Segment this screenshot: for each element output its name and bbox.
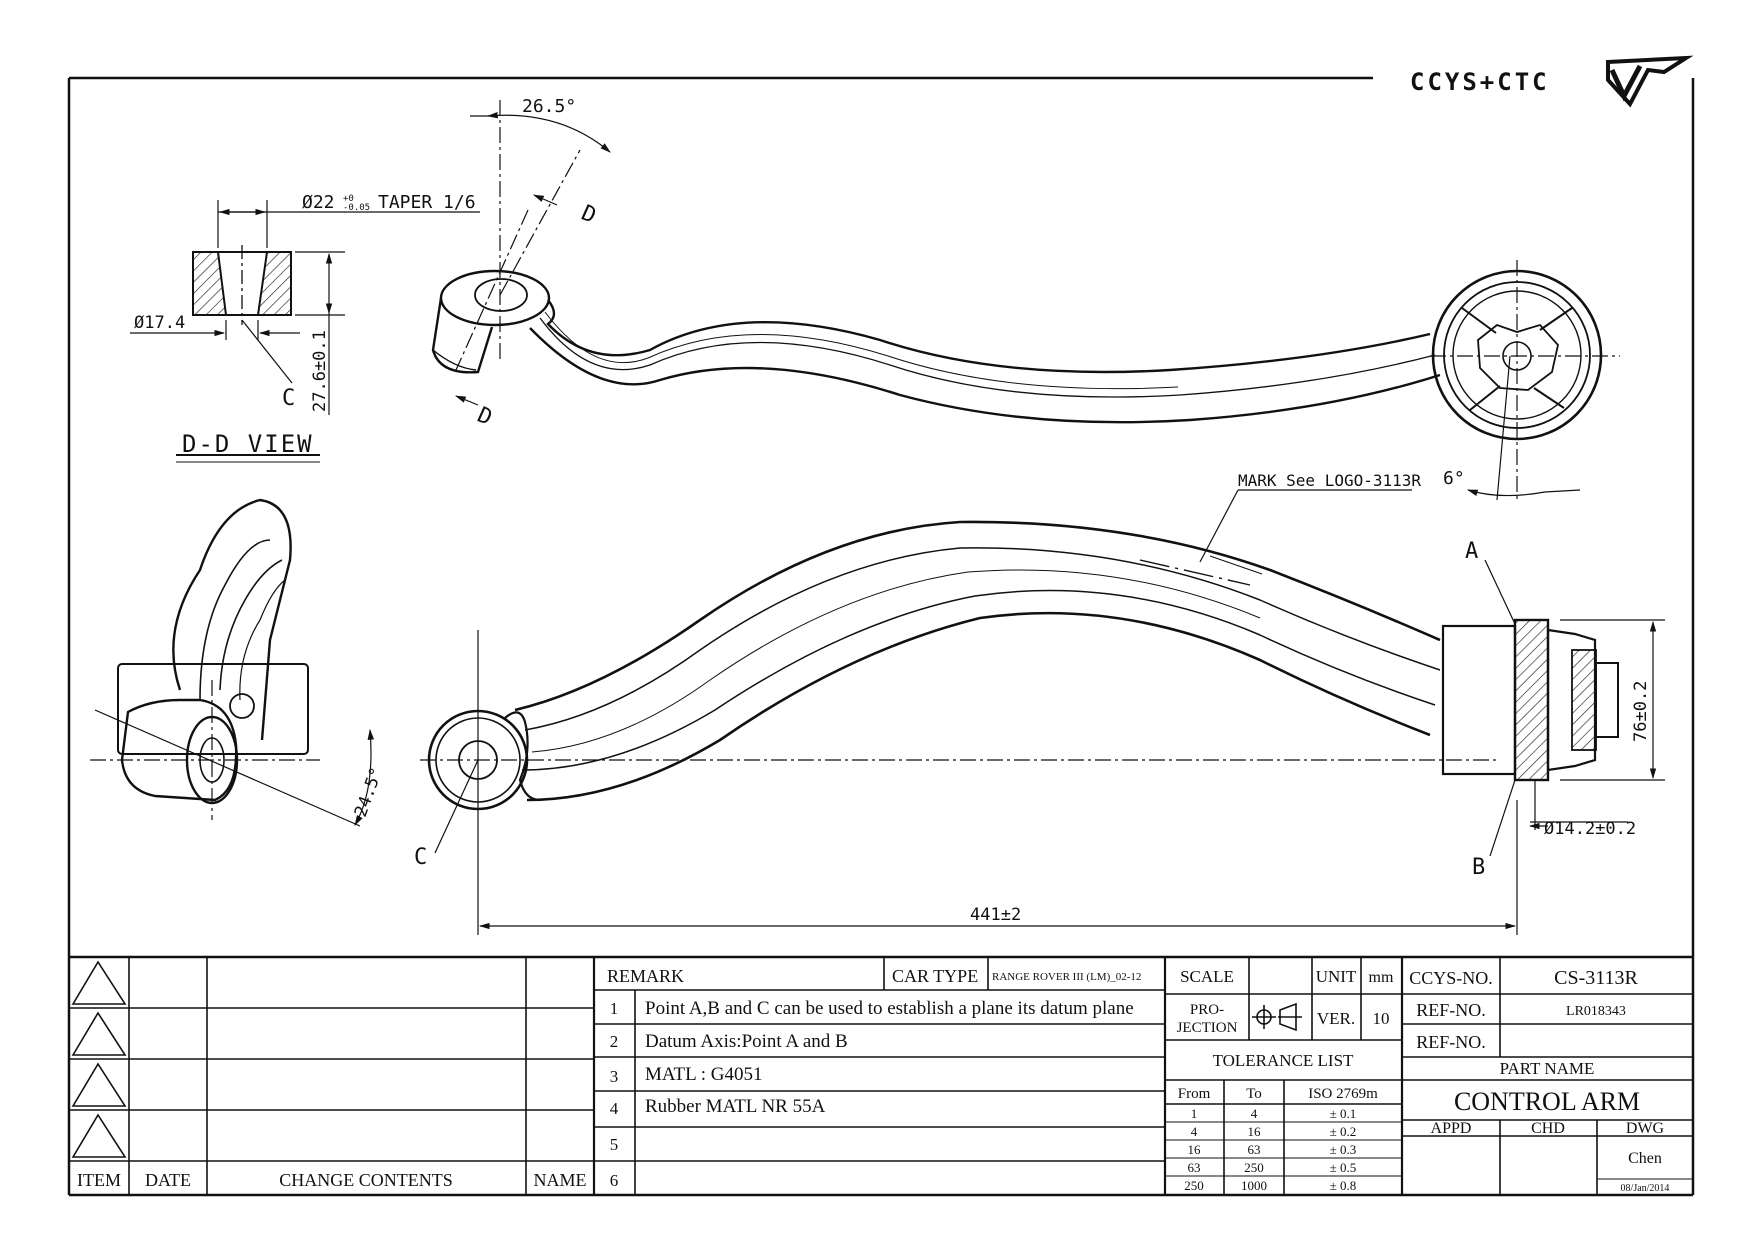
section-title: D-D VIEW bbox=[182, 430, 314, 458]
scale-label: SCALE bbox=[1180, 967, 1234, 986]
unit-value: mm bbox=[1369, 969, 1394, 986]
remark-no: 5 bbox=[610, 1135, 619, 1154]
tol-value: ± 0.5 bbox=[1330, 1160, 1357, 1175]
arm-top-view bbox=[431, 100, 1620, 501]
col-date: DATE bbox=[145, 1170, 191, 1190]
tol-from: 63 bbox=[1188, 1160, 1201, 1175]
tol-value: ± 0.8 bbox=[1330, 1178, 1357, 1193]
angle-right-label: 6° bbox=[1443, 468, 1465, 489]
ccys-label: CCYS-NO. bbox=[1409, 968, 1493, 988]
dwg-name: Chen bbox=[1628, 1150, 1662, 1167]
tol-to: 4 bbox=[1251, 1106, 1258, 1121]
tol-to: 16 bbox=[1248, 1124, 1262, 1139]
dia-17-label: Ø17.4 bbox=[134, 313, 185, 333]
remark-no: 4 bbox=[610, 1099, 619, 1118]
tol-value: ± 0.2 bbox=[1330, 1124, 1357, 1139]
tol-to: 1000 bbox=[1241, 1178, 1267, 1193]
dwg-label: DWG bbox=[1626, 1120, 1665, 1137]
tol-from: 4 bbox=[1191, 1124, 1198, 1139]
angle-side-label: 24.5° bbox=[351, 765, 387, 820]
tol-from: 1 bbox=[1191, 1106, 1198, 1121]
title-block-text: ITEM DATE CHANGE CONTENTS NAME REMARK CA… bbox=[77, 966, 1669, 1194]
part-name-label: PART NAME bbox=[1500, 1059, 1595, 1078]
remark-text: Rubber MATL NR 55A bbox=[645, 1096, 826, 1117]
taper-text: TAPER 1/6 bbox=[378, 192, 476, 213]
ver-value: 10 bbox=[1373, 1009, 1390, 1028]
car-type-label: CAR TYPE bbox=[892, 966, 978, 986]
tol-to: 250 bbox=[1244, 1160, 1264, 1175]
remark-no: 1 bbox=[610, 999, 619, 1018]
sheet-border bbox=[67, 76, 1695, 1197]
remark-text: Datum Axis:Point A and B bbox=[645, 1031, 848, 1052]
taper-callout: Ø22 bbox=[302, 192, 335, 213]
section-mark-lower: D bbox=[473, 403, 495, 431]
tol-col-to: To bbox=[1246, 1086, 1262, 1102]
projection-label-2: JECTION bbox=[1177, 1020, 1238, 1036]
dim-14-label: Ø14.2±0.2 bbox=[1544, 819, 1636, 839]
remark-text: Point A,B and C can be used to establish… bbox=[645, 998, 1134, 1019]
arm-side-view bbox=[90, 498, 375, 827]
point-a-label: A bbox=[1465, 539, 1478, 564]
height-27-label: 27.6±0.1 bbox=[310, 330, 330, 412]
col-change-contents: CHANGE CONTENTS bbox=[279, 1170, 453, 1190]
part-name: CONTROL ARM bbox=[1454, 1087, 1640, 1116]
section-c-label: C bbox=[282, 386, 295, 411]
arm-main-view bbox=[420, 520, 1665, 935]
remark-no: 3 bbox=[610, 1067, 619, 1086]
remark-no: 6 bbox=[610, 1171, 619, 1190]
tol-value: ± 0.1 bbox=[1330, 1106, 1357, 1121]
angle-top-label: 26.5° bbox=[522, 96, 576, 117]
tol-value: ± 0.3 bbox=[1330, 1142, 1357, 1157]
appd-label: APPD bbox=[1431, 1120, 1472, 1137]
title-block bbox=[69, 955, 1693, 1195]
projection-symbol-icon bbox=[1252, 1002, 1302, 1032]
col-name: NAME bbox=[534, 1170, 587, 1190]
unit-label: UNIT bbox=[1316, 967, 1357, 986]
dim-441-label: 441±2 bbox=[970, 905, 1021, 925]
section-mark-upper: D bbox=[577, 201, 599, 229]
drawing-area: Ø22 +0 -0.05 TAPER 1/6 Ø17.4 27.6±0.1 C … bbox=[90, 96, 1665, 935]
tol-col-iso: ISO 2769m bbox=[1308, 1086, 1378, 1102]
logo-text: CCYS+CTC bbox=[1410, 68, 1550, 96]
taper-tol-upper: +0 bbox=[343, 194, 354, 204]
point-c-label: C bbox=[414, 845, 427, 870]
ver-label: VER. bbox=[1317, 1009, 1355, 1028]
ref-label-1: REF-NO. bbox=[1416, 1000, 1486, 1020]
col-item: ITEM bbox=[77, 1170, 121, 1190]
tol-to: 63 bbox=[1248, 1142, 1261, 1157]
ref-label-2: REF-NO. bbox=[1416, 1032, 1486, 1052]
car-type-value: RANGE ROVER III (LM)_02-12 bbox=[992, 971, 1141, 983]
chd-label: CHD bbox=[1531, 1120, 1565, 1137]
ccys-value: CS-3113R bbox=[1554, 967, 1638, 989]
point-b-label: B bbox=[1472, 855, 1485, 880]
section-dd-view bbox=[130, 200, 480, 463]
projection-label-1: PRO- bbox=[1190, 1002, 1224, 1018]
dim-76-label: 76±0.2 bbox=[1631, 681, 1651, 742]
mark-note: MARK See LOGO-3113R bbox=[1238, 471, 1421, 490]
company-logo: CCYS+CTC bbox=[1410, 55, 1694, 108]
tol-from: 250 bbox=[1184, 1178, 1204, 1193]
tol-col-from: From bbox=[1178, 1086, 1211, 1102]
remark-no: 2 bbox=[610, 1032, 619, 1051]
tolerance-title: TOLERANCE LIST bbox=[1213, 1051, 1354, 1070]
dwg-date: 08/Jan/2014 bbox=[1621, 1183, 1670, 1194]
remark-header: REMARK bbox=[607, 966, 684, 986]
tol-from: 16 bbox=[1188, 1142, 1202, 1157]
ref-value-1: LR018343 bbox=[1566, 1004, 1626, 1019]
taper-tol-lower: -0.05 bbox=[343, 203, 370, 213]
remark-text: MATL : G4051 bbox=[645, 1064, 763, 1085]
